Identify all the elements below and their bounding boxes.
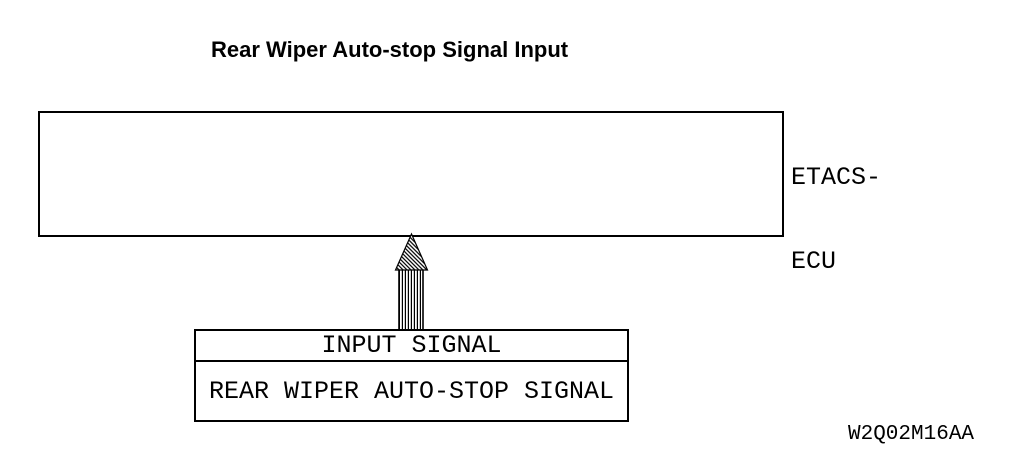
figure-code: W2Q02M16AA bbox=[848, 423, 975, 446]
diagram-title: Rear Wiper Auto-stop Signal Input bbox=[211, 37, 569, 62]
arrow-shaft bbox=[398, 269, 424, 330]
arrow-head bbox=[394, 232, 429, 271]
signal-name-label: REAR WIPER AUTO-STOP SIGNAL bbox=[208, 376, 615, 406]
etacs-ecu-box bbox=[38, 111, 784, 237]
signal-flow-up-arrow-icon bbox=[394, 232, 429, 330]
etacs-ecu-label: ETACS- ECU bbox=[791, 108, 881, 332]
input-signal-box: INPUT SIGNAL REAR WIPER AUTO-STOP SIGNAL bbox=[194, 329, 629, 422]
etacs-ecu-label-line1: ETACS- bbox=[791, 163, 882, 192]
input-signal-header: INPUT SIGNAL bbox=[196, 331, 627, 362]
etacs-ecu-label-line2: ECU bbox=[791, 247, 837, 276]
